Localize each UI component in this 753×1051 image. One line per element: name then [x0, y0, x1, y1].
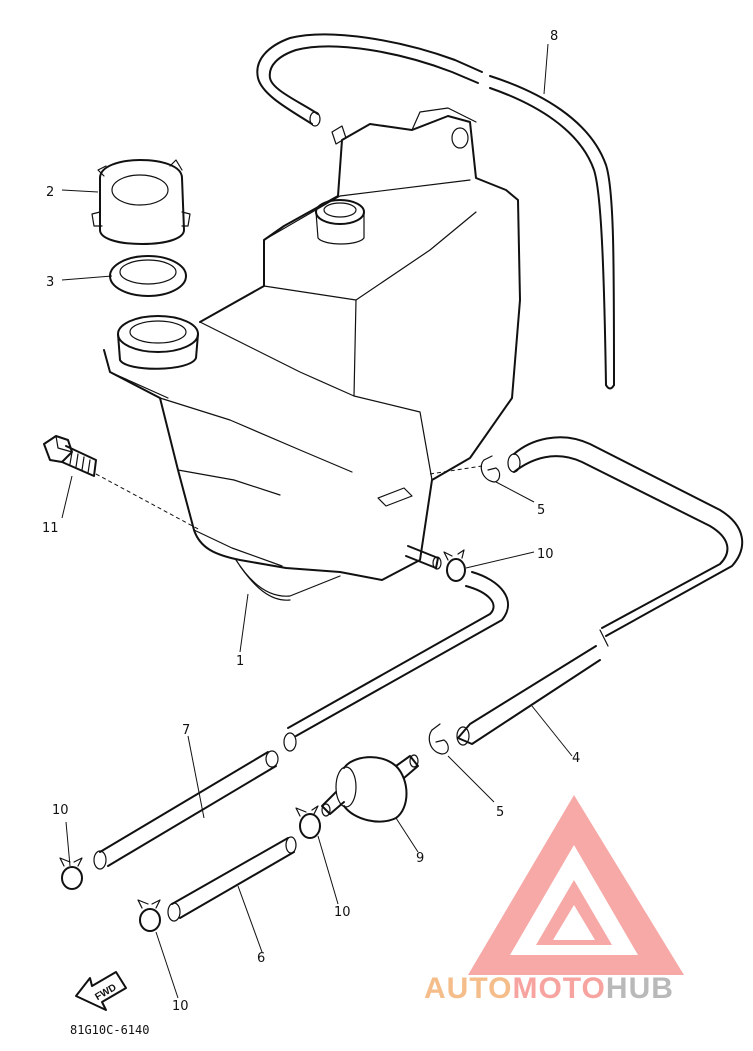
callout-2: 2 [46, 185, 54, 200]
callout-4: 4 [572, 751, 580, 766]
reservoir-tank-part-1 [103, 107, 521, 601]
callout-8: 8 [550, 29, 558, 44]
hose-part-7 [93, 571, 509, 870]
clamp-part-10-hose6 [137, 899, 161, 932]
forward-arrow-icon: FWD [75, 971, 127, 1011]
callout-10-filter: 10 [334, 905, 351, 920]
callout-10-tank: 10 [537, 547, 554, 562]
callout-5-lower: 5 [496, 805, 504, 820]
callout-6: 6 [257, 951, 265, 966]
hose-part-8 [256, 33, 615, 390]
watermark-hub: HUB [606, 972, 674, 1005]
callout-labels: 1 2 3 4 5 5 6 7 8 9 10 10 10 10 11 [42, 29, 580, 1014]
cap-part-2 [91, 159, 191, 245]
watermark-moto: MOTO [512, 972, 605, 1005]
callout-1: 1 [236, 654, 244, 669]
clip-part-5-upper [429, 455, 501, 483]
callout-10-hose7: 10 [52, 803, 69, 818]
clamp-part-10-hose7 [59, 857, 83, 890]
hose-part-4 [456, 436, 744, 746]
callout-5-upper: 5 [537, 503, 545, 518]
callout-11: 11 [42, 521, 59, 536]
bolt-part-11 [43, 435, 201, 531]
clip-part-5-lower [428, 723, 449, 755]
watermark-logo-icon [468, 795, 684, 975]
callout-3: 3 [46, 275, 54, 290]
watermark-auto: AUTO [424, 972, 512, 1005]
callout-7: 7 [182, 723, 190, 738]
callout-9: 9 [416, 851, 424, 866]
clamp-part-10-filter [295, 805, 321, 839]
diagram-code: 81G10C-6140 [70, 1023, 149, 1037]
gasket-part-3 [109, 255, 187, 297]
filter-part-9 [321, 754, 419, 823]
watermark-brand: AUTOMOTOHUB [424, 972, 674, 1005]
hose-part-6 [167, 836, 297, 922]
callout-10-hose6: 10 [172, 999, 189, 1014]
clamp-part-10-tank [443, 549, 466, 582]
leader-lines [61, 43, 573, 999]
